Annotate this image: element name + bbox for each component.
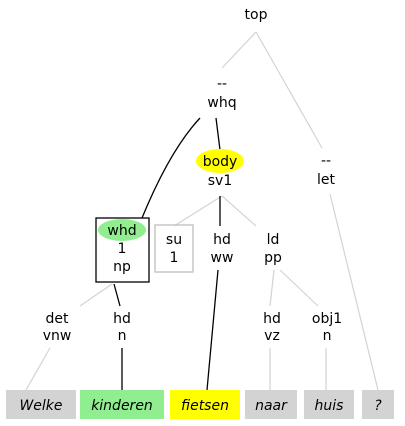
- node-whq-cat: whq: [207, 95, 236, 111]
- node-ld-rel: ld: [267, 232, 280, 248]
- word-4: huis: [315, 398, 344, 414]
- edge-top-whq: [221, 31, 257, 69]
- edge-ld-obj1: [279, 269, 319, 307]
- edge-body-ld: [221, 195, 257, 227]
- edge-whq-body: [215, 117, 221, 151]
- node-hdn-cat: n: [118, 328, 127, 344]
- word-1: kinderen: [91, 398, 153, 414]
- node-whd-rel: whd: [107, 223, 136, 239]
- node-hdvz-cat: vz: [264, 328, 280, 344]
- edge-det-word: [25, 347, 51, 391]
- word-box-1: [80, 390, 164, 419]
- word-box-0: [6, 390, 76, 419]
- highlight-body: [196, 149, 244, 173]
- node-hdww-rel: hd: [213, 232, 231, 248]
- edge-body-su: [173, 195, 223, 227]
- node-body-rel: body: [203, 154, 238, 170]
- node-hdn-rel: hd: [113, 311, 131, 327]
- word-box-2: [170, 390, 240, 419]
- node-whd-index: 1: [118, 241, 127, 257]
- word-3: naar: [255, 398, 288, 414]
- edge-hdww-word: [206, 269, 219, 391]
- node-top-label: top: [245, 7, 268, 23]
- node-obj1-cat: n: [323, 328, 332, 344]
- edge-whd-det: [79, 283, 113, 307]
- node-det-rel: det: [46, 311, 70, 327]
- node-whq-rel: --: [217, 76, 227, 92]
- node-obj1-rel: obj1: [312, 311, 342, 327]
- node-su-rel: su: [166, 232, 182, 248]
- word-5: ?: [374, 398, 382, 414]
- edge-let-word: [329, 193, 379, 391]
- word-2: fietsen: [181, 398, 229, 414]
- node-let-cat: let: [317, 172, 336, 188]
- edge-whq-whd: [141, 117, 201, 219]
- edge-whd-hd: [113, 283, 121, 307]
- node-body-cat: sv1: [208, 173, 233, 189]
- node-hdww-cat: ww: [211, 250, 234, 266]
- node-su-box: [154, 224, 194, 273]
- node-let-rel: --: [321, 153, 331, 169]
- word-box-4: [304, 390, 354, 419]
- highlight-whd: [98, 219, 146, 241]
- word-box-5: [362, 390, 394, 419]
- node-whd-box: [95, 217, 150, 283]
- node-su-index: 1: [170, 250, 179, 266]
- node-det-cat: vnw: [43, 328, 72, 344]
- word-0: Welke: [19, 398, 62, 414]
- node-hdvz-rel: hd: [263, 311, 281, 327]
- edge-ld-hd: [269, 269, 275, 307]
- word-box-3: [245, 390, 297, 419]
- edge-top-let: [255, 31, 323, 149]
- node-ld-cat: pp: [264, 250, 282, 266]
- node-whd-cat: np: [113, 259, 131, 275]
